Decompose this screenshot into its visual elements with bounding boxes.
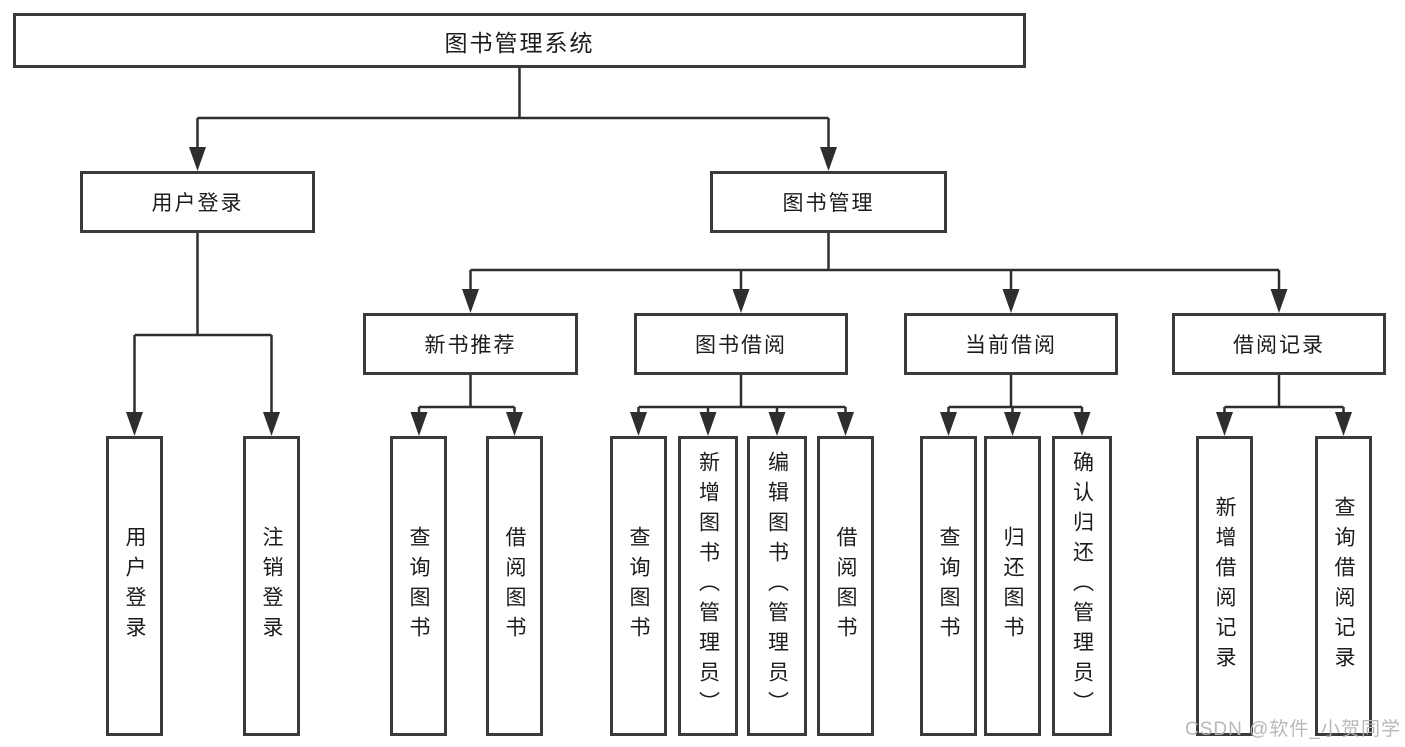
node-current-borrow: 当前借阅 bbox=[904, 313, 1118, 375]
node-leaf-nbr-borrow-book-label: 借阅图书 bbox=[503, 526, 526, 646]
node-leaf-user-login-label: 用户登录 bbox=[123, 526, 146, 646]
node-leaf-nbr-query-book: 查询图书 bbox=[390, 436, 447, 736]
csdn-watermark: CSDN @软件_小贺同学 bbox=[1185, 719, 1401, 740]
node-leaf-bb-query-book-label: 查询图书 bbox=[627, 526, 650, 646]
node-leaf-br-query-record-label: 查询借阅记录 bbox=[1332, 496, 1355, 676]
node-leaf-br-query-record: 查询借阅记录 bbox=[1315, 436, 1372, 736]
node-book-borrow-label: 图书借阅 bbox=[695, 334, 787, 357]
node-root: 图书管理系统 bbox=[13, 13, 1026, 68]
node-user-login-label: 用户登录 bbox=[151, 192, 244, 215]
node-leaf-bb-borrow-book-label: 借阅图书 bbox=[834, 526, 857, 646]
node-leaf-logout: 注销登录 bbox=[243, 436, 300, 736]
node-book-borrow: 图书借阅 bbox=[634, 313, 848, 375]
node-book-mgmt-label: 图书管理 bbox=[782, 192, 875, 215]
node-leaf-nbr-query-book-label: 查询图书 bbox=[407, 526, 430, 646]
node-leaf-cb-return-book: 归还图书 bbox=[984, 436, 1041, 736]
node-leaf-nbr-borrow-book: 借阅图书 bbox=[486, 436, 543, 736]
node-leaf-bb-add-book: 新增图书（管理员） bbox=[678, 436, 738, 736]
node-leaf-bb-borrow-book: 借阅图书 bbox=[817, 436, 874, 736]
node-book-mgmt: 图书管理 bbox=[710, 171, 947, 233]
node-leaf-bb-edit-book: 编辑图书（管理员） bbox=[747, 436, 807, 736]
node-leaf-bb-add-book-label: 新增图书（管理员） bbox=[696, 451, 720, 721]
node-root-label: 图书管理系统 bbox=[444, 29, 595, 56]
node-leaf-cb-query-book-label: 查询图书 bbox=[937, 526, 960, 646]
node-new-book-recommend-label: 新书推荐 bbox=[424, 334, 517, 357]
node-current-borrow-label: 当前借阅 bbox=[965, 334, 1057, 357]
node-leaf-cb-query-book: 查询图书 bbox=[920, 436, 977, 736]
node-leaf-user-login: 用户登录 bbox=[106, 436, 163, 736]
node-leaf-cb-return-book-label: 归还图书 bbox=[1001, 526, 1024, 646]
node-leaf-logout-label: 注销登录 bbox=[260, 526, 283, 646]
node-leaf-cb-confirm-return: 确认归还（管理员） bbox=[1052, 436, 1112, 736]
node-leaf-br-add-record-label: 新增借阅记录 bbox=[1213, 496, 1236, 676]
node-borrow-record: 借阅记录 bbox=[1172, 313, 1386, 375]
node-leaf-br-add-record: 新增借阅记录 bbox=[1196, 436, 1253, 736]
node-user-login: 用户登录 bbox=[80, 171, 315, 233]
node-borrow-record-label: 借阅记录 bbox=[1233, 334, 1325, 357]
node-leaf-bb-query-book: 查询图书 bbox=[610, 436, 667, 736]
node-leaf-cb-confirm-return-label: 确认归还（管理员） bbox=[1070, 451, 1094, 721]
node-leaf-bb-edit-book-label: 编辑图书（管理员） bbox=[765, 451, 789, 721]
node-new-book-recommend: 新书推荐 bbox=[363, 313, 578, 375]
